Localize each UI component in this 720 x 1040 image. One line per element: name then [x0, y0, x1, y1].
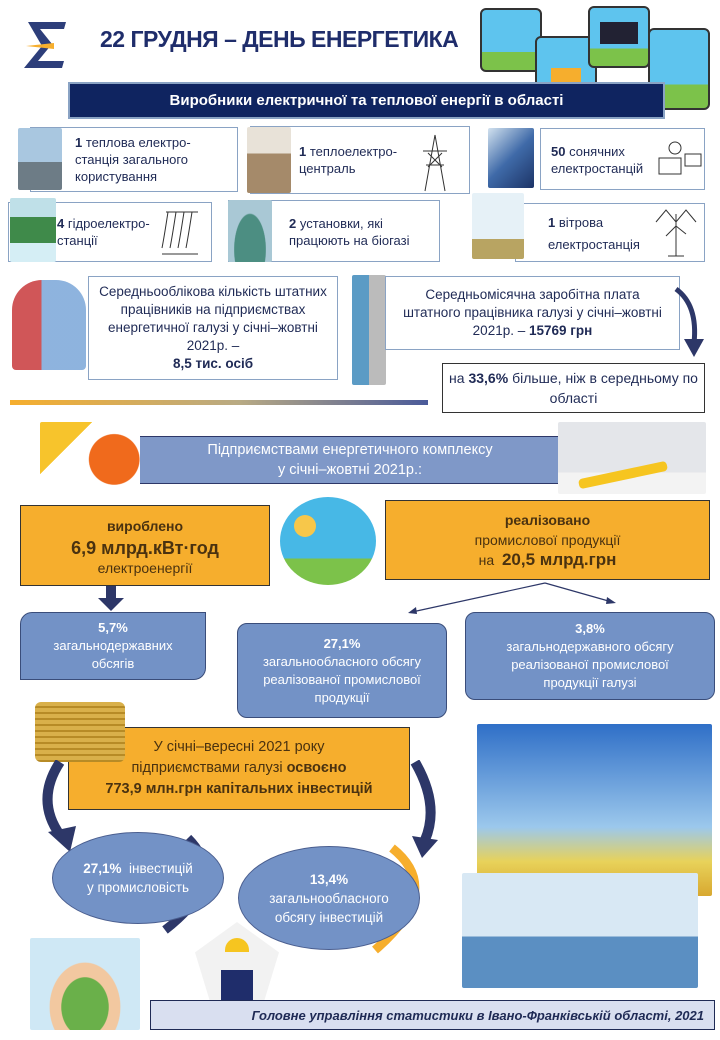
- substation-solar-image: [462, 873, 698, 988]
- sun-pylon-circle-image: [280, 497, 376, 585]
- divider: [10, 400, 428, 405]
- producers-banner: Виробники електричної та теплової енергі…: [68, 82, 665, 119]
- solar-panel-tile: [588, 6, 650, 68]
- biogas-plant-image: [228, 200, 272, 262]
- share-national-sales-box: 3,8%загальнодержавного обсягу реалізован…: [465, 612, 715, 700]
- employees-text: Середньооблікова кількість штатних праці…: [99, 284, 327, 353]
- power-pylon-icon: [423, 134, 447, 192]
- hydro-plant-image: [10, 198, 56, 262]
- share-regional-sales-box: 27,1%загальнообласного обсягу реалізован…: [237, 623, 447, 718]
- page-title: 22 ГРУДНЯ – ДЕНЬ ЕНЕРГЕТИКА: [100, 26, 459, 52]
- salary-value: 15769 грн: [529, 323, 593, 338]
- chp-plant-image: [247, 127, 291, 193]
- wind-turbine-icon: [655, 209, 697, 257]
- curved-arrow-down-icon: [674, 286, 704, 357]
- salary-compare-box: на 33,6% більше, ніж в середньому по обл…: [442, 363, 705, 413]
- footer-source: Головне управління статистики в Івано-Фр…: [150, 1000, 715, 1030]
- sigma-logo-icon: [24, 22, 66, 68]
- solar-station-icon: [658, 141, 702, 175]
- producer-wind: 1 вітрова електростанція: [515, 203, 705, 262]
- share-national-box: 5,7%загальнодержавних обсягів: [20, 612, 206, 680]
- thermal-plant-image: [18, 128, 62, 190]
- workers-illustration: [12, 280, 86, 370]
- producers-banner-text: Виробники електричної та теплової енергі…: [169, 92, 564, 109]
- wind-farm-image: [472, 193, 524, 259]
- solar-panels-image: [488, 128, 534, 188]
- salary-box: Середньомісячна заробітна плата штатного…: [385, 276, 680, 350]
- inv-regional-ellipse: 13,4%загальнообласного обсягу інвестицій: [238, 846, 420, 950]
- sold-box: реалізовано промислової продукції на 20,…: [385, 500, 710, 580]
- investments-box: У січні–вересні 2021 року підприємствами…: [68, 727, 410, 810]
- employees-value: 8,5 тис. осіб: [172, 356, 254, 371]
- power-lines-field-image: [477, 724, 712, 896]
- split-arrows-icon: [408, 582, 616, 614]
- dam-icon: [161, 211, 198, 255]
- salary-compare-value: 33,6%: [468, 370, 509, 386]
- arrow-down-icon: [98, 586, 124, 611]
- produced-box: вироблено 6,9 млрд.кВт·год електроенергі…: [20, 505, 270, 586]
- producer-solar: 50 сонячних електростанцій: [540, 128, 705, 190]
- producer-thermal-plant: 1 теплова електро-станція загального кор…: [30, 127, 238, 192]
- coins-image: [35, 702, 125, 762]
- helmet-tools-image: [40, 422, 146, 490]
- circuit-breakers-image: [558, 422, 706, 494]
- salary-text: Середньомісячна заробітна плата штатного…: [403, 287, 662, 338]
- power-tower-tile: [480, 8, 542, 72]
- employees-box: Середньооблікова кількість штатних праці…: [88, 276, 338, 380]
- lineman-illustration: [352, 275, 386, 385]
- green-energy-hand-image: [30, 938, 140, 1030]
